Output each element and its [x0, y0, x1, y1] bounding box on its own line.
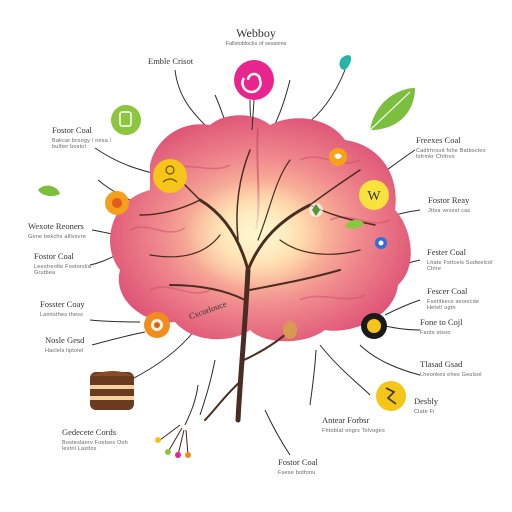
label-title: Gedecete Cords	[62, 427, 117, 437]
label-title: Fosster Coay	[40, 299, 85, 309]
label-title: Fostor Coal	[278, 457, 318, 467]
large-leaf-icon	[369, 88, 415, 131]
root-cluster-icon	[155, 424, 191, 458]
label-subtitle: Fsese botfonu	[278, 469, 316, 476]
label-subtitle: Fsetitkecs seonicde Hetst/ ugtn	[427, 298, 480, 312]
label-right-3: Fester Coal Lhate Fsttcels Sudwelcol Chl…	[427, 247, 495, 273]
leaf-icon-left	[38, 185, 60, 197]
label-title: Freexes Coal	[416, 135, 461, 145]
label-title: Fostor Coal	[34, 251, 74, 261]
label-right-4: Fescer Coal Fsetitkecs seonicde Hetst/ u…	[427, 286, 495, 312]
label-subtitle: Lheonkes ehes Geulsol	[420, 371, 482, 378]
person-icon	[153, 159, 187, 193]
flower-gear-icon	[144, 312, 170, 338]
diagram-subtitle: Fallstoblocks of sessions	[225, 41, 287, 47]
runner-icon	[376, 381, 406, 411]
label-left-2: Wexote Reoners Gene bekchs alllvsvre	[28, 221, 98, 240]
label-title: Antear Forbsr	[322, 415, 370, 425]
label-right-7: Desbly Clate Fi	[414, 396, 464, 415]
ring-icon	[361, 313, 387, 339]
diagram-title: Webboy	[236, 26, 276, 40]
leaf-icon-top-right	[339, 55, 352, 70]
label-subtitle: Cadlrhrsuit fohe Batbscleo fsfrmkr Chltr…	[416, 147, 486, 161]
seed-bud	[283, 321, 297, 339]
cake-icon	[90, 371, 134, 410]
label-left-4: Fosster Coay Lamtsthes thess	[40, 299, 102, 318]
label-title: Emble Crisot	[148, 56, 194, 66]
brain	[110, 115, 411, 342]
label-subtitle: Leestreolte Fostorslia Grutbea	[34, 263, 91, 277]
label-subtitle: Fhtoblat ongrs Tolvoges	[322, 427, 385, 434]
label-left-5: Nosle Gesd Haclels liptolel	[45, 335, 105, 354]
label-right-2: Fostor Reay Jttsa vevest cas	[428, 195, 496, 214]
svg-text:W: W	[367, 189, 381, 204]
label-title: Wexote Reoners	[28, 221, 84, 231]
label-title: Fone to Cojl	[420, 317, 463, 327]
label-subtitle: Jttsa vevest cas	[428, 207, 471, 214]
label-title: Desbly	[414, 396, 439, 406]
clipboard-icon	[111, 105, 141, 135]
label-subtitle: Gene bekchs alllvsvre	[28, 233, 87, 240]
heart-badge-icon	[329, 148, 347, 166]
label-subtitle: Lamtsthes thess	[40, 311, 84, 318]
label-subtitle: Lhate Fsttcels Sudwelcol Chlre	[427, 259, 493, 273]
label-title: Fescer Coal	[427, 286, 468, 296]
label-title: Fostor Reay	[428, 195, 470, 205]
label-subtitle: Bakcar broogy / nesa / bullter bostol	[52, 137, 112, 151]
w-logo-icon: W	[359, 180, 389, 210]
swirl-lollipop-icon	[234, 60, 274, 131]
small-leaf-icon-brain	[345, 219, 364, 229]
sun-gear-icon	[105, 191, 129, 215]
label-left-6: Gedecete Cords Bosteslaerv Foelses Ooh l…	[62, 427, 132, 453]
label-bottom: Fostor Coal Fsese botfonu	[278, 457, 338, 476]
label-title: Fostor Coal	[52, 125, 92, 135]
sparkle-icon	[309, 203, 323, 217]
label-right-5: Fone to Cojl Faots stsoo	[420, 317, 488, 336]
label-center-1: Antear Forbsr Fhtoblat ongrs Tolvoges	[322, 415, 392, 434]
label-right-6: Tlasad Gsad Lheonkes ehes Geulsol	[420, 359, 488, 378]
label-left-3: Fostor Coal Leestreolte Fostorslia Grutb…	[34, 251, 94, 277]
label-subtitle: Bosteslaerv Foelses Ooh lestnl Lastlos	[62, 439, 129, 453]
label-subtitle: Haclels liptolel	[45, 347, 84, 354]
label-subtitle: Faots stsoo	[420, 329, 451, 336]
label-title: Fester Coal	[427, 247, 466, 257]
label-subtitle: Clate Fi	[414, 408, 435, 415]
label-left-1: Fostor Coal Bakcar broogy / nesa / bullt…	[52, 125, 122, 151]
label-title: Tlasad Gsad	[420, 359, 463, 369]
label-right-1: Freexes Coal Cadlrhrsuit fohe Batbscleo …	[416, 135, 486, 161]
target-dot-icon	[375, 237, 387, 249]
label-title: Nosle Gesd	[45, 335, 85, 345]
label-top: Emble Crisot	[148, 56, 194, 67]
